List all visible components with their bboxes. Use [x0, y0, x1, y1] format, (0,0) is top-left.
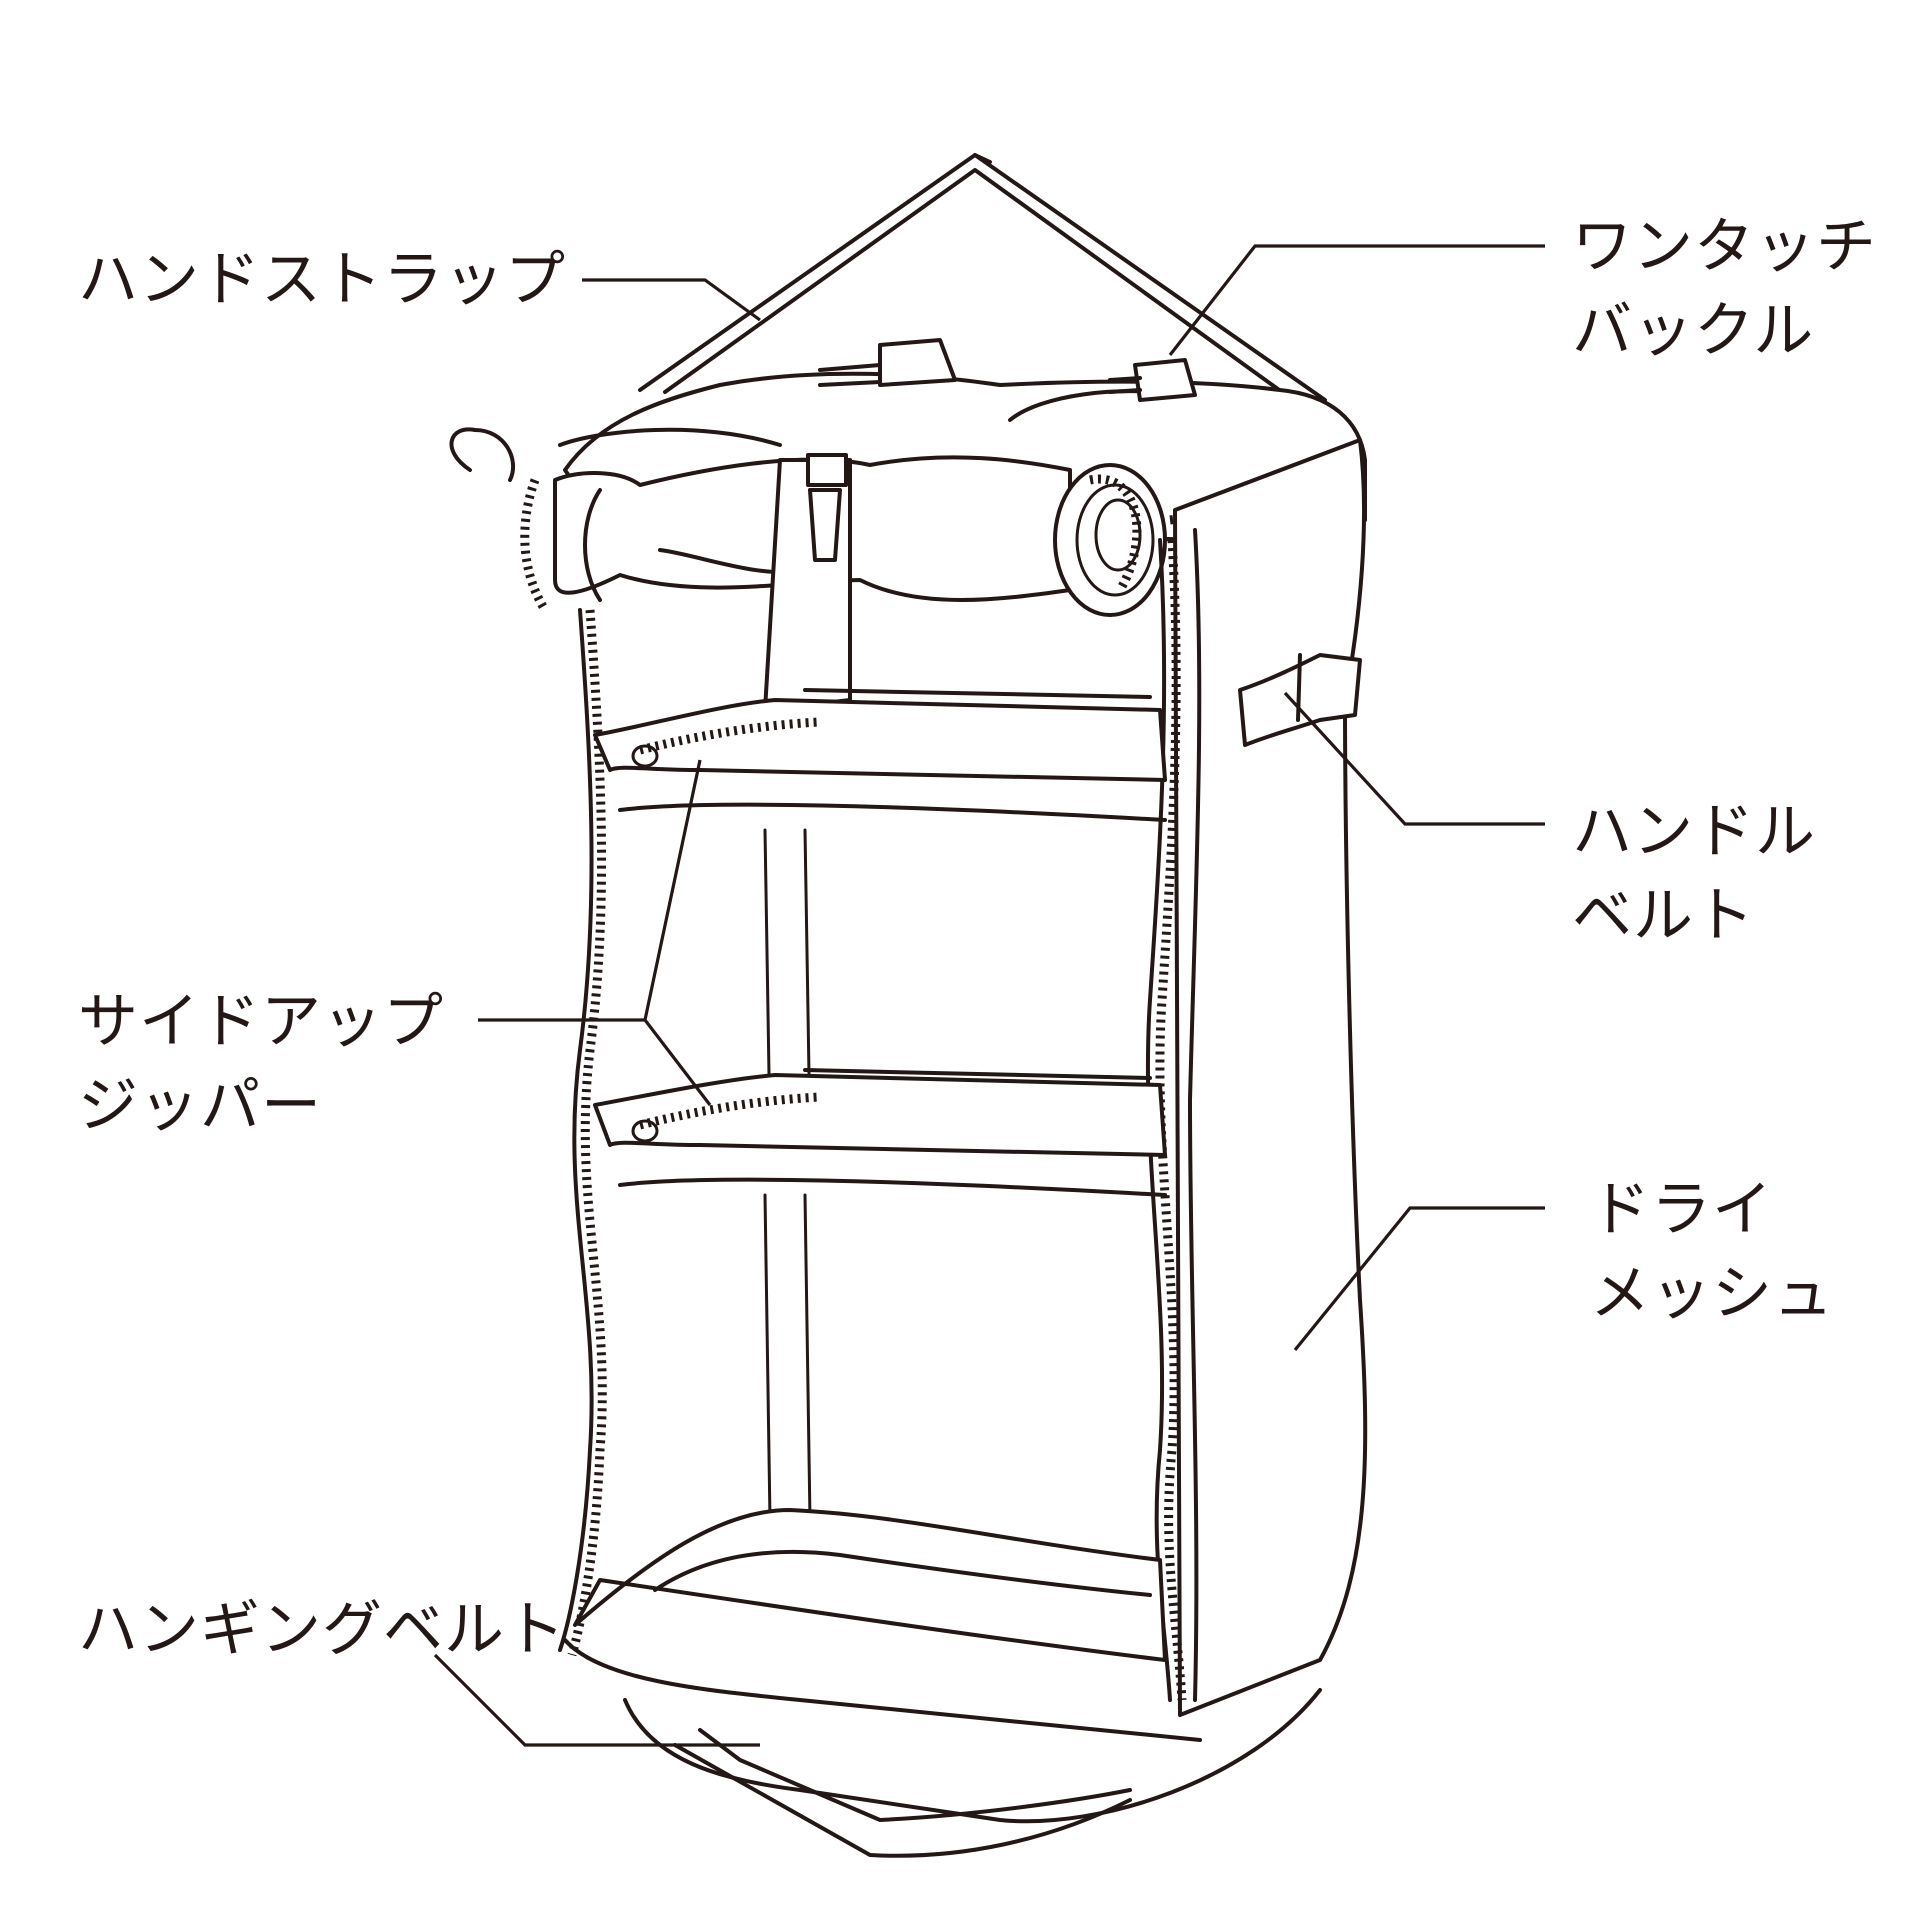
label-dry-mesh-line1: ドライ — [1590, 1175, 1773, 1245]
label-hand-strap: ハンドストラップ — [78, 238, 566, 322]
top-roll-illustration — [449, 338, 1367, 712]
label-side-up-zipper-line1: サイドアップ — [78, 987, 444, 1057]
label-handle-belt-line2: ベルト — [1572, 881, 1755, 951]
leader-dry-mesh — [1293, 1206, 1545, 1352]
label-one-touch-buckle: ワンタッチ バックル — [1572, 205, 1877, 373]
label-one-touch-buckle-line2: バックル — [1572, 296, 1815, 366]
leader-lines — [433, 244, 1545, 1747]
hand-strap-illustration — [638, 153, 1327, 407]
leader-hand-strap — [582, 278, 761, 322]
label-one-touch-buckle-line1: ワンタッチ — [1572, 212, 1877, 282]
leader-handle-belt — [1283, 691, 1545, 826]
label-dry-mesh-line2: メッシュ — [1590, 1259, 1834, 1329]
label-side-up-zipper-line2: ジッパー — [78, 1071, 322, 1141]
label-dry-mesh: ドライ メッシュ — [1590, 1168, 1834, 1336]
leader-side-up-zipper — [478, 759, 712, 1106]
label-handle-belt: ハンドル ベルト — [1572, 790, 1816, 958]
label-hand-strap-line1: ハンドストラップ — [78, 245, 566, 315]
label-handle-belt-line1: ハンドル — [1572, 797, 1816, 867]
label-hanging-belt-line1: ハンギングベルト — [78, 1595, 566, 1665]
leader-one-touch-buckle — [1168, 244, 1545, 356]
label-side-up-zipper: サイドアップ ジッパー — [78, 980, 444, 1148]
organizer-body-illustration — [558, 438, 1368, 1858]
label-hanging-belt: ハンギングベルト — [78, 1588, 566, 1672]
leader-hanging-belt — [433, 1653, 760, 1747]
